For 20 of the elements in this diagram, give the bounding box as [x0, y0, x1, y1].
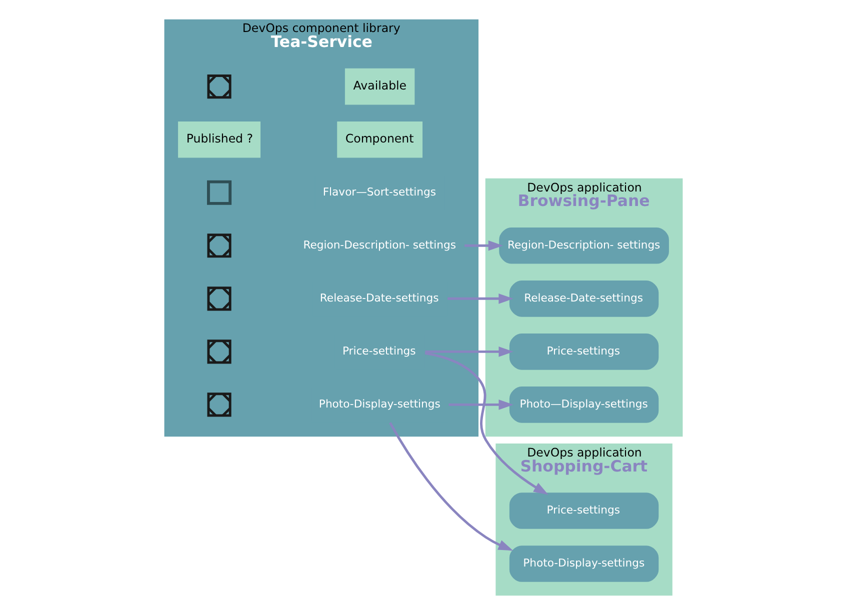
node-box	[207, 180, 232, 205]
node-box: Photo—Display-settings	[509, 386, 659, 423]
node-box: Price-settings	[509, 334, 659, 370]
node-box: Price-settings	[509, 492, 659, 529]
node-text: Region-Description- settings	[303, 238, 456, 252]
node-box: Photo-Display-settings	[509, 546, 659, 582]
node-box: Component	[337, 121, 423, 158]
arrow	[448, 294, 514, 304]
node-text: Price-settings	[342, 344, 416, 358]
node-box: Region-Description- settings	[499, 227, 669, 264]
node-box: Release-Date-settings	[509, 280, 659, 317]
arrow	[424, 352, 548, 495]
arrow	[425, 346, 514, 357]
node-box: Published ?	[178, 121, 260, 158]
arrow	[464, 240, 504, 251]
node-text: Photo-Display-settings	[318, 397, 440, 410]
node-text: Release-Date-settings	[320, 291, 439, 304]
node-text: Flavor—Sort-settings	[322, 185, 436, 198]
node-box: Available	[344, 68, 415, 105]
arrow	[448, 400, 514, 410]
